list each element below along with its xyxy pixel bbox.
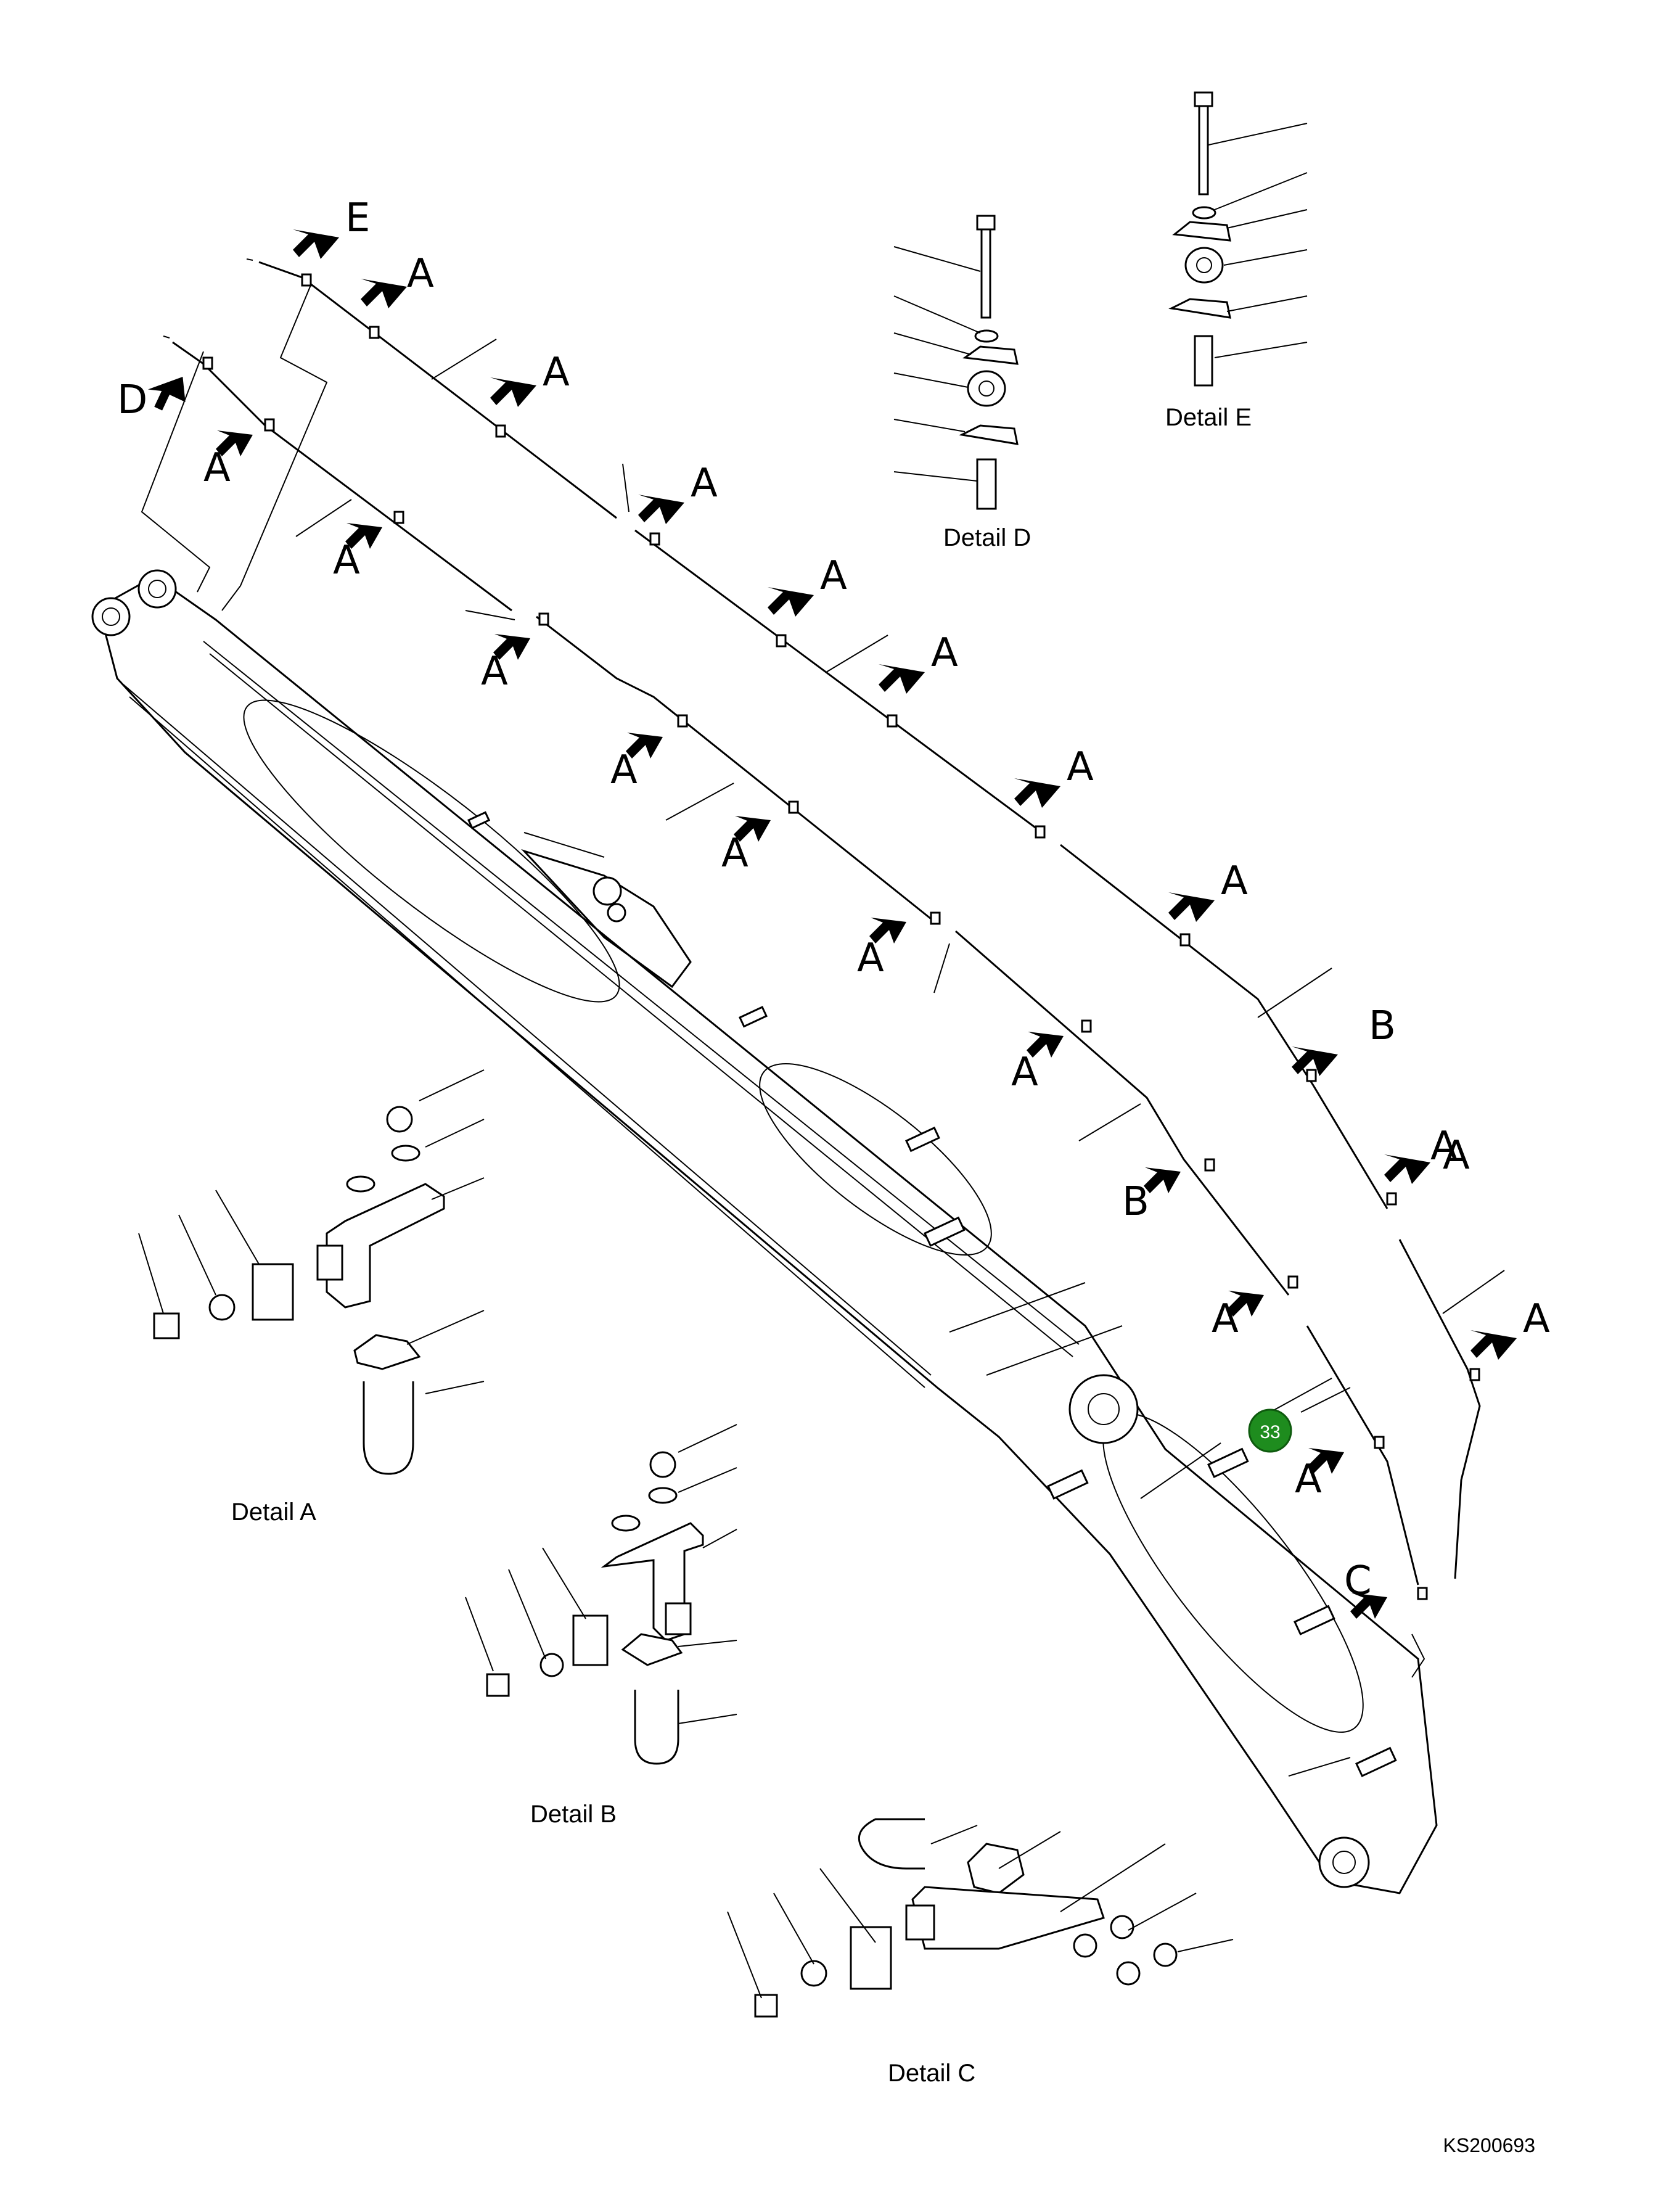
arrow-label: D — [117, 377, 147, 423]
arrow-label: A — [1295, 1457, 1322, 1502]
detail-a-title: Detail A — [231, 1499, 316, 1526]
detail-e-title: Detail E — [1165, 404, 1252, 431]
detail-c: Detail C — [727, 1818, 1234, 2087]
hydraulic-pipes — [141, 258, 1505, 1678]
arrow-label: A — [1430, 1124, 1458, 1169]
arrow-label: A — [721, 831, 748, 876]
arrow-label: A — [407, 251, 434, 297]
arrow-label: A — [1011, 1050, 1038, 1095]
arrow-label: A — [1221, 858, 1248, 904]
arrow-label: A — [1443, 1133, 1470, 1178]
arrow-label: A — [931, 630, 958, 676]
arrow-label: B — [1369, 1003, 1396, 1049]
clip-location-arrows: E A A D A A A A A A A A A A A A A B B A … — [117, 195, 1550, 1619]
detail-d-title: Detail D — [943, 524, 1031, 551]
detail-a: Detail A — [138, 1069, 485, 1526]
arrow-label: A — [1523, 1296, 1550, 1342]
detail-c-title: Detail C — [888, 2060, 975, 2087]
arrow-label: A — [1212, 1296, 1239, 1342]
arrow-label: A — [691, 461, 718, 506]
arrow-label: E — [345, 195, 370, 241]
detail-d: Detail D — [893, 215, 1031, 551]
reference-code: KS200693 — [1443, 2134, 1535, 2156]
callout-number: 33 — [1260, 1422, 1280, 1442]
arrow-label: A — [481, 649, 508, 694]
arrow-label: A — [203, 445, 231, 491]
arrow-label: A — [610, 747, 638, 793]
arrow-label: A — [1067, 744, 1094, 790]
detail-e: Detail E — [1165, 91, 1308, 431]
detail-b: Detail B — [465, 1424, 737, 1828]
arrow-label: A — [820, 553, 847, 599]
callout-33[interactable]: 33 — [1248, 1378, 1332, 1453]
boom — [91, 569, 1438, 1894]
arrow-label: B — [1122, 1179, 1149, 1225]
arrow-label: A — [333, 538, 360, 583]
arrow-label: A — [857, 935, 884, 981]
arrow-label: C — [1344, 1558, 1372, 1604]
arrow-marker-icon — [147, 229, 1517, 1619]
arrow-label: A — [543, 350, 570, 395]
detail-b-title: Detail B — [530, 1801, 617, 1828]
